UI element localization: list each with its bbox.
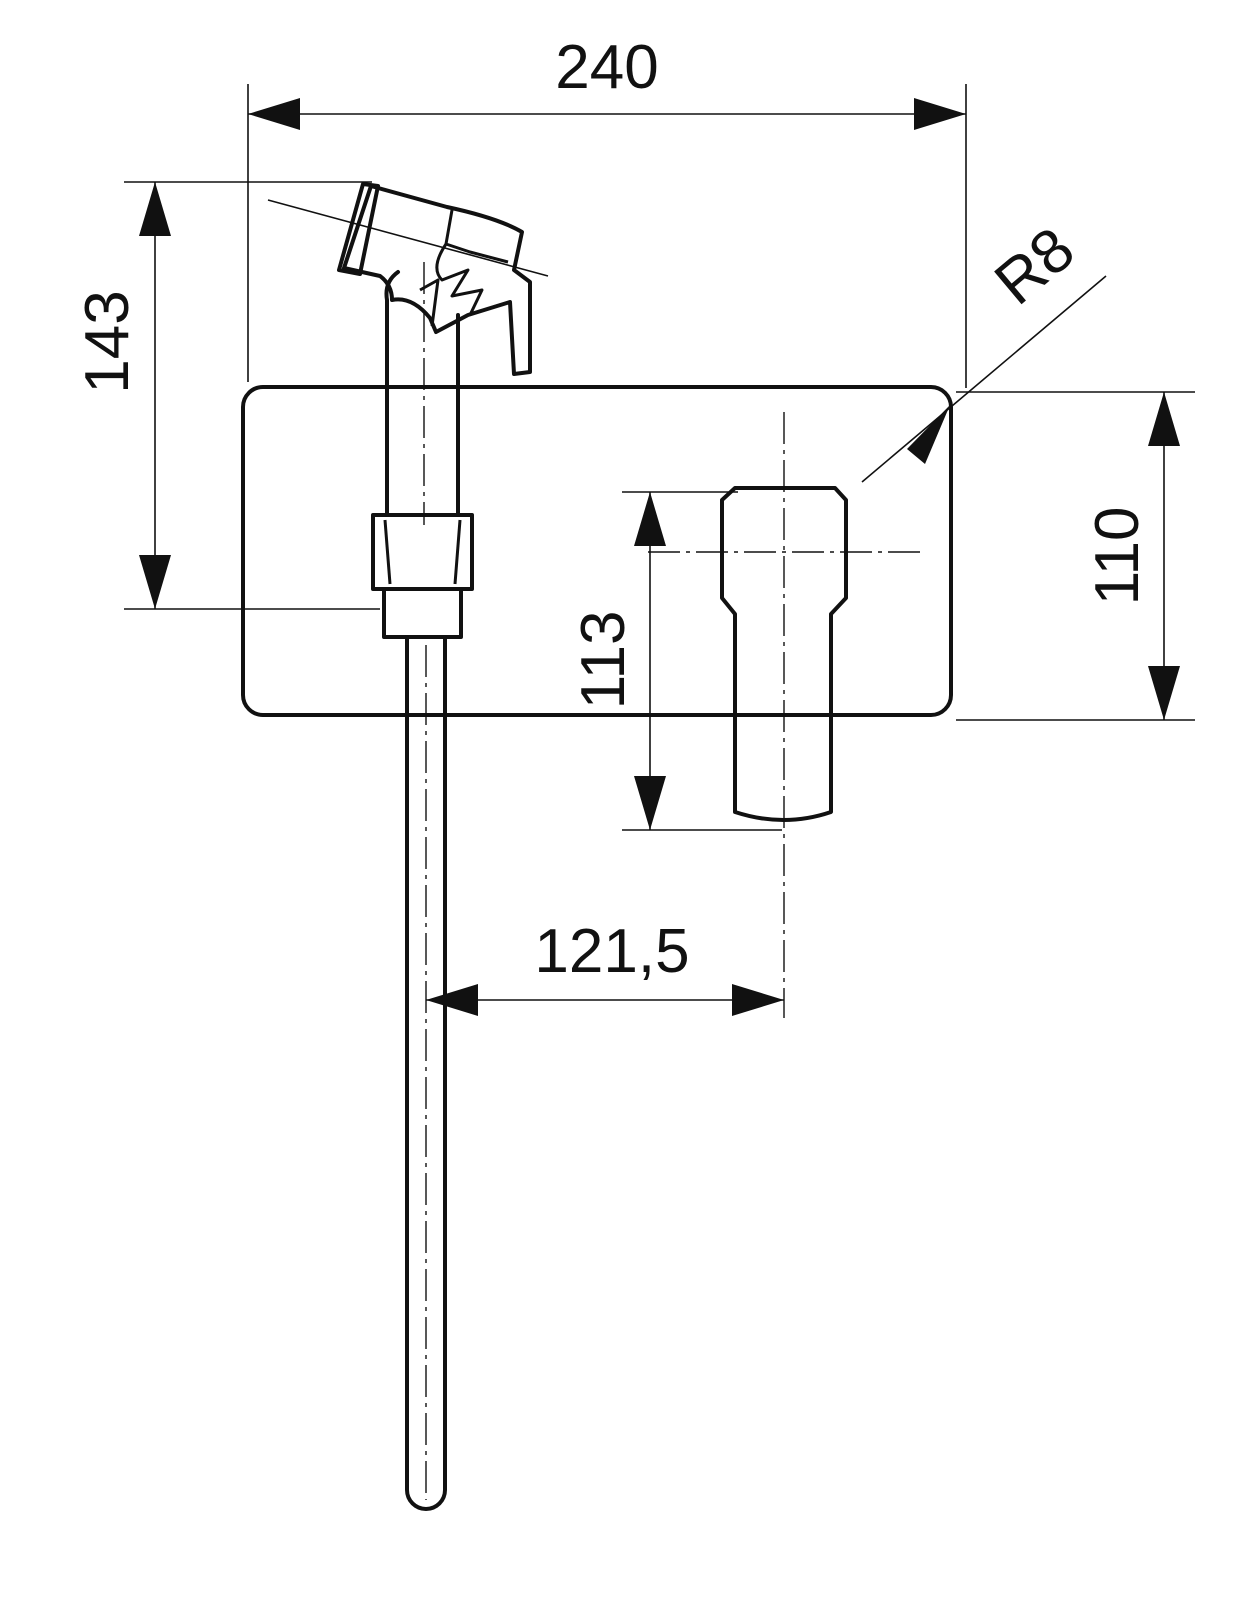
dimension-113-label: 113: [569, 611, 638, 710]
dimension-r8: R8: [861, 214, 1107, 483]
hose-connector-nut: [371, 513, 474, 591]
dimension-r8-label: R8: [982, 214, 1087, 318]
mixer-handle: [720, 486, 848, 822]
dimension-110-label: 110: [1083, 507, 1152, 606]
shower-head: [342, 184, 532, 376]
dimension-110: 110: [956, 391, 1195, 721]
shower-hose: [405, 635, 447, 1511]
dimension-143-label: 143: [73, 290, 142, 393]
shower-trigger: [435, 243, 484, 316]
shower-spray-face: [337, 182, 380, 276]
dimension-240-label: 240: [555, 33, 658, 102]
shower-head-axis: [267, 199, 549, 277]
dimension-113: 113: [569, 491, 782, 831]
dimension-240: 240: [247, 33, 967, 388]
hose-connector-sleeve: [382, 587, 463, 639]
dimension-121-5-label: 121,5: [534, 917, 689, 986]
dimension-143: 143: [73, 181, 380, 610]
wall-plate: [241, 385, 953, 717]
dimension-121-5: 121,5: [426, 917, 784, 1016]
